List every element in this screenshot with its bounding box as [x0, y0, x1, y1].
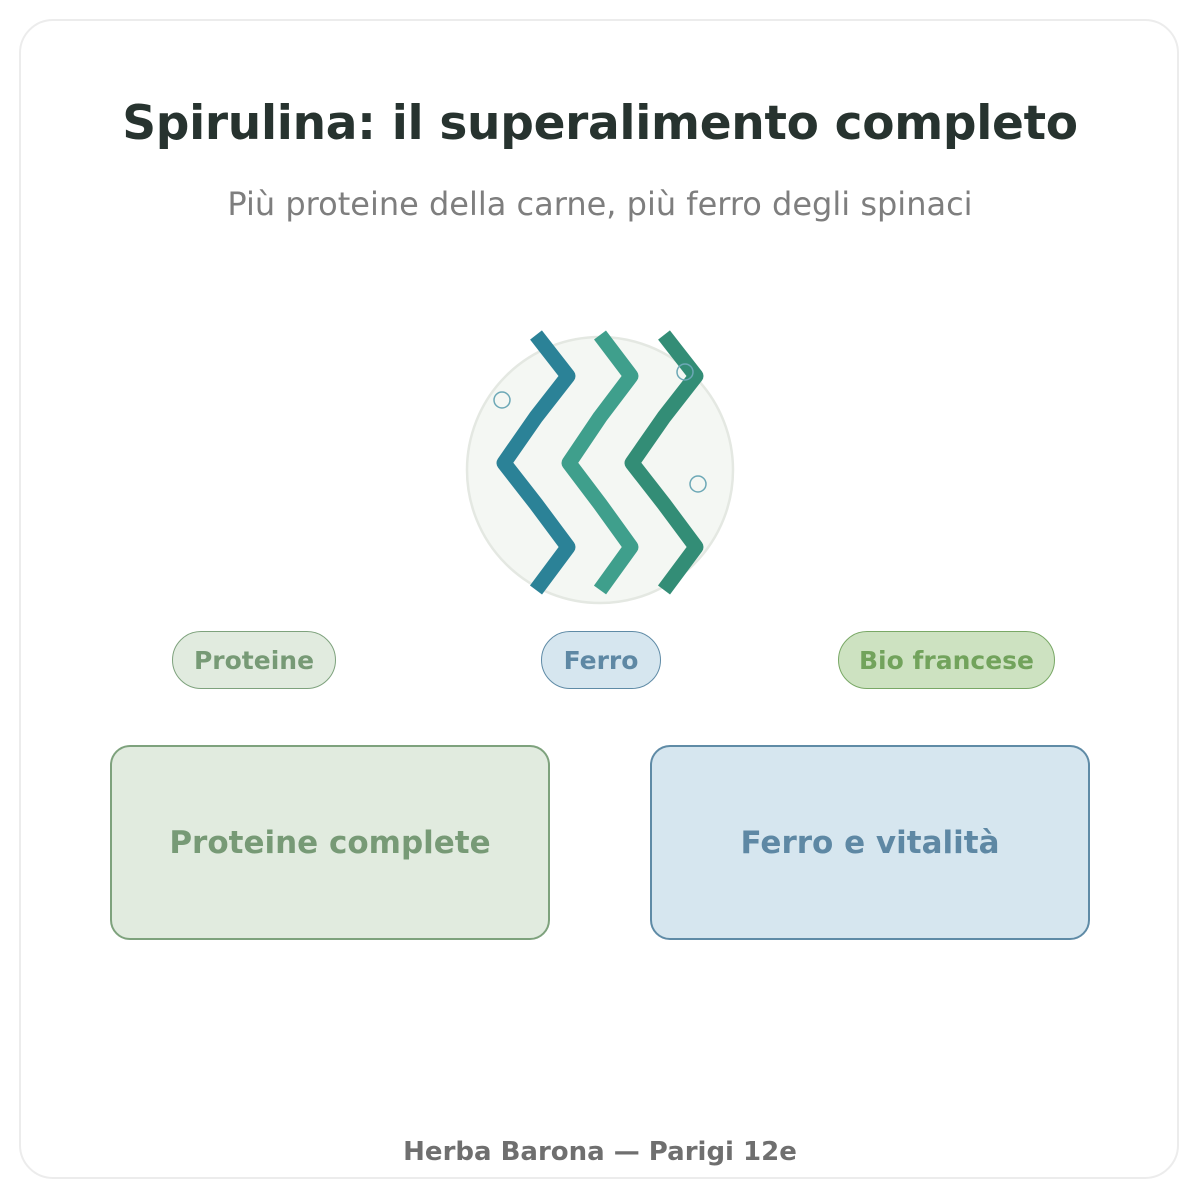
spirulina-strand-1: [496, 330, 576, 595]
bubble-2: [676, 363, 694, 381]
spirulina-strand-3: [624, 330, 704, 595]
tag-proteine: Proteine: [172, 631, 336, 689]
benefit-label-proteine: Proteine complete: [169, 824, 491, 861]
spirulina-strand-2: [561, 330, 639, 595]
bubble-1: [493, 391, 511, 409]
footer-brand: Herba Barona — Parigi 12e: [403, 1137, 797, 1167]
benefit-box-proteine: Proteine complete: [110, 745, 550, 940]
page-subtitle: Più proteine della carne, più ferro degl…: [227, 185, 973, 223]
benefit-label-ferro: Ferro e vitalità: [740, 824, 1000, 861]
spirulina-strands-icon: [465, 330, 735, 605]
tag-bio-francese: Bio francese: [838, 631, 1055, 689]
benefit-box-ferro: Ferro e vitalità: [650, 745, 1090, 940]
page-title: Spirulina: il superalimento completo: [122, 96, 1078, 151]
tag-ferro: Ferro: [541, 631, 661, 689]
bubble-3: [689, 475, 707, 493]
